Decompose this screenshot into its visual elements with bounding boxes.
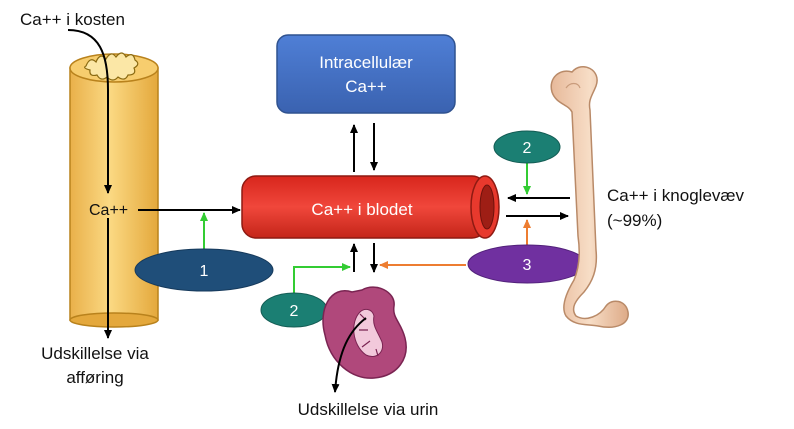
hormone-node-2-bone: [493, 130, 561, 164]
urine-excretion-arrow: [331, 317, 367, 393]
blood-vessel: [241, 175, 500, 239]
hormone-node-1: [134, 248, 274, 292]
fecal-excretion-label-line1: Udskillelse via: [41, 344, 149, 363]
bone-calcium-label-line2: (~99%): [607, 211, 662, 230]
blood-calcium-label: Ca++ i blodet: [311, 200, 412, 219]
fecal-excretion-label-line2: afføring: [66, 368, 123, 387]
hormone-node-2-kidney-label: 2: [290, 303, 299, 320]
intestine-villi-icon: [84, 52, 139, 81]
hormone-node-3-label: 3: [523, 257, 532, 274]
bone-calcium-label-line1: Ca++ i knoglevæv: [607, 186, 745, 205]
green-arrow-2-kidney: [293, 263, 351, 293]
intracellular-calcium-box: [276, 34, 456, 114]
femur-bone-icon: [550, 66, 629, 328]
intestine-calcium-label: Ca++: [89, 202, 128, 219]
intestine-tube: [69, 52, 159, 328]
dietary-intake-arrow: [67, 29, 112, 194]
kidney-icon: [322, 286, 407, 379]
hormone-node-2-bone-label: 2: [523, 140, 532, 157]
intracellular-label-line1: Intracellulær: [319, 53, 413, 72]
dietary-calcium-label: Ca++ i kosten: [20, 10, 125, 29]
urine-excretion-label: Udskillelse via urin: [298, 400, 439, 419]
intracellular-label-line2: Ca++: [345, 77, 387, 96]
hormone-node-1-label: 1: [200, 263, 209, 280]
